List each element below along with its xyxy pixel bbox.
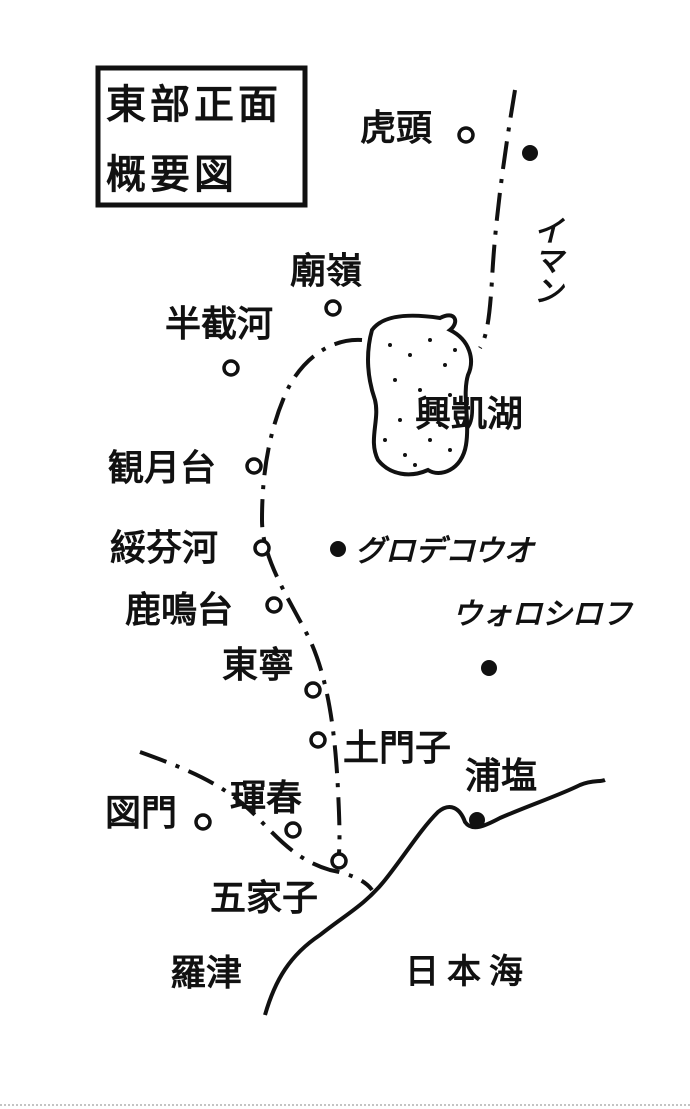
title-line2: 概要図 (106, 152, 238, 198)
marker-rokumeidai (265, 596, 283, 614)
border-line-main (259, 337, 363, 863)
label-gokashi: 五家子 (210, 878, 318, 919)
marker-gokashi (330, 852, 348, 870)
marker-hutou (457, 126, 475, 144)
marker-domonshi (309, 731, 327, 749)
marker-kangetsudai (245, 457, 263, 475)
label-lake: 興凱湖 (415, 394, 523, 435)
open-markers (194, 126, 475, 870)
marker-byoryo (324, 299, 342, 317)
label-rokumeidai: 鹿鳴台 (125, 590, 233, 631)
label-konshun: 琿春 (230, 778, 302, 819)
label-grodekovo: グロデコウオ (355, 534, 537, 569)
label-suifenhe: 綏芬河 (110, 528, 218, 569)
label-hutou: 虎頭 (360, 108, 433, 149)
marker-konshun (284, 821, 302, 839)
label-byoryo: 廟嶺 (290, 251, 362, 292)
marker-tonei (304, 681, 322, 699)
filled-markers (330, 145, 538, 828)
marker-grodekovo (330, 541, 346, 557)
marker-voroshilov (481, 660, 497, 676)
label-tonei: 東寧 (222, 645, 294, 686)
marker-urajio (469, 812, 485, 828)
lake-khanka (366, 313, 473, 477)
border-line-korea (139, 750, 374, 892)
marker-tomon (194, 813, 212, 831)
label-kangetsudai: 観月台 (108, 448, 216, 489)
label-rashin: 羅津 (170, 953, 242, 994)
marker-suifenhe (253, 539, 271, 557)
title-line1: 東部正面 (106, 82, 282, 128)
label-hansekiga: 半截河 (165, 304, 273, 345)
title-box: 東部正面 概要図 (95, 65, 308, 208)
border-line-north (478, 89, 517, 350)
label-domonshi: 土門子 (343, 728, 451, 769)
label-sea: 日本海 (405, 952, 531, 992)
lake-stipple (383, 338, 457, 467)
label-urajio: 浦塩 (465, 756, 537, 797)
label-tomon: 図門 (105, 793, 177, 834)
marker-iman (522, 145, 538, 161)
label-voroshilov: ウォロシロフ (452, 597, 634, 632)
coastline (263, 778, 606, 1016)
label-iman: イマン (528, 215, 563, 305)
marker-hansekiga (222, 359, 240, 377)
